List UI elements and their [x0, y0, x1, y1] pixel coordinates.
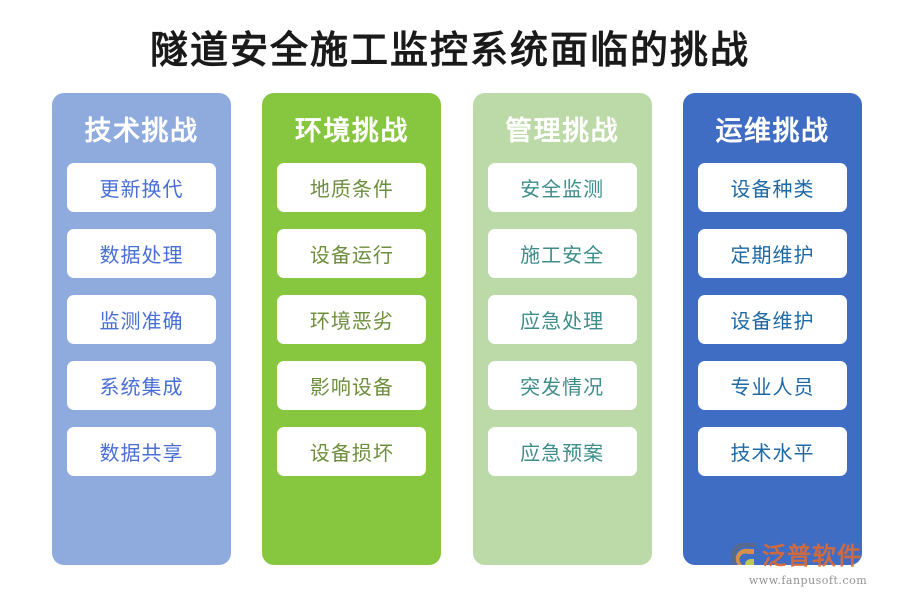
challenge-columns: 技术挑战更新换代数据处理监测准确系统集成数据共享环境挑战地质条件设备运行环境恶劣…	[52, 93, 862, 565]
challenge-item[interactable]: 监测准确	[67, 294, 216, 344]
watermark: 泛普软件 www.fanpusoft.com	[728, 540, 888, 592]
challenge-item[interactable]: 安全监测	[487, 162, 637, 212]
challenge-item[interactable]: 技术水平	[697, 426, 847, 476]
challenge-item[interactable]: 定期维护	[697, 228, 847, 278]
challenge-item[interactable]: 地质条件	[277, 162, 427, 212]
column-header: 管理挑战	[505, 116, 620, 147]
challenge-column-2: 环境挑战地质条件设备运行环境恶劣影响设备设备损坏	[262, 93, 442, 565]
challenge-column-1: 技术挑战更新换代数据处理监测准确系统集成数据共享	[52, 93, 231, 565]
challenge-item[interactable]: 更新换代	[67, 162, 216, 212]
challenge-item[interactable]: 施工安全	[487, 228, 637, 278]
challenge-item[interactable]: 专业人员	[697, 360, 847, 410]
column-item-list: 更新换代数据处理监测准确系统集成数据共享	[52, 162, 231, 493]
challenge-item[interactable]: 系统集成	[67, 360, 216, 410]
challenge-column-4: 运维挑战设备种类定期维护设备维护专业人员技术水平	[682, 93, 862, 565]
column-header: 运维挑战	[715, 116, 830, 147]
column-header: 技术挑战	[84, 116, 199, 147]
page-title: 隧道安全施工监控系统面临的挑战	[149, 27, 750, 72]
column-item-list: 安全监测施工安全应急处理突发情况应急预案	[473, 162, 652, 493]
column-item-list: 地质条件设备运行环境恶劣影响设备设备损坏	[262, 162, 441, 493]
column-item-list: 设备种类定期维护设备维护专业人员技术水平	[683, 162, 862, 493]
challenge-item[interactable]: 数据共享	[67, 426, 216, 476]
challenge-item[interactable]: 设备种类	[697, 162, 847, 212]
challenge-item[interactable]: 应急预案	[487, 426, 637, 476]
challenge-item[interactable]: 设备损坏	[277, 426, 427, 476]
challenge-item[interactable]: 影响设备	[277, 360, 427, 410]
column-header: 环境挑战	[294, 116, 409, 147]
challenge-item[interactable]: 数据处理	[67, 228, 216, 278]
challenge-item[interactable]: 设备维护	[697, 294, 847, 344]
challenge-item[interactable]: 设备运行	[277, 228, 427, 278]
challenge-column-3: 管理挑战安全监测施工安全应急处理突发情况应急预案	[472, 93, 652, 565]
fanpu-swoosh-logo-icon	[728, 541, 758, 571]
watermark-url: www.fanpusoft.com	[748, 574, 868, 587]
watermark-row: 泛普软件	[728, 540, 888, 572]
challenge-item[interactable]: 环境恶劣	[277, 294, 427, 344]
challenge-item[interactable]: 突发情况	[487, 360, 637, 410]
watermark-brand: 泛普软件	[762, 541, 862, 570]
challenge-item[interactable]: 应急处理	[487, 294, 637, 344]
